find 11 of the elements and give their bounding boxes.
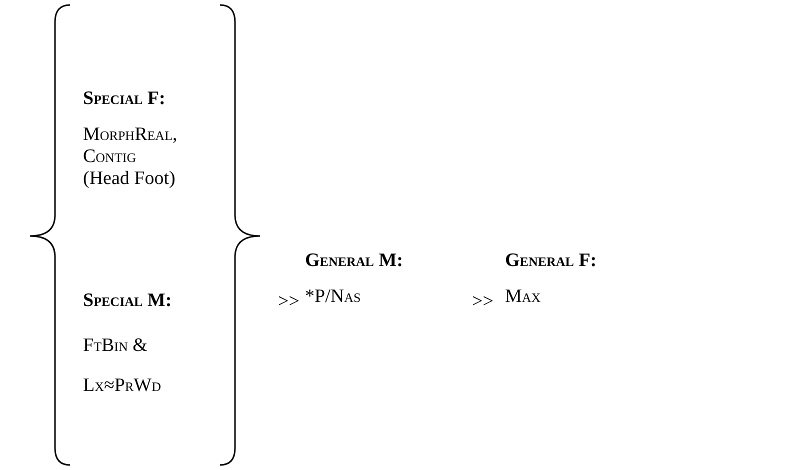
- note-text: (Head Foot): [83, 168, 176, 190]
- ranking-symbol: >>: [278, 291, 300, 313]
- group-heading: Special M:: [83, 290, 173, 312]
- constraint-text: MorphReal, Contig: [83, 124, 178, 168]
- ranking-symbol: >>: [472, 291, 494, 313]
- constraint-text: FtBin & Lx≈PrWd: [83, 334, 162, 398]
- constraint-text: *P/Nas: [305, 286, 362, 308]
- group-heading: General M:: [305, 250, 404, 272]
- group-heading: General F:: [505, 250, 598, 272]
- group-heading: Special F:: [83, 88, 166, 110]
- constraint-text: Max: [505, 286, 542, 308]
